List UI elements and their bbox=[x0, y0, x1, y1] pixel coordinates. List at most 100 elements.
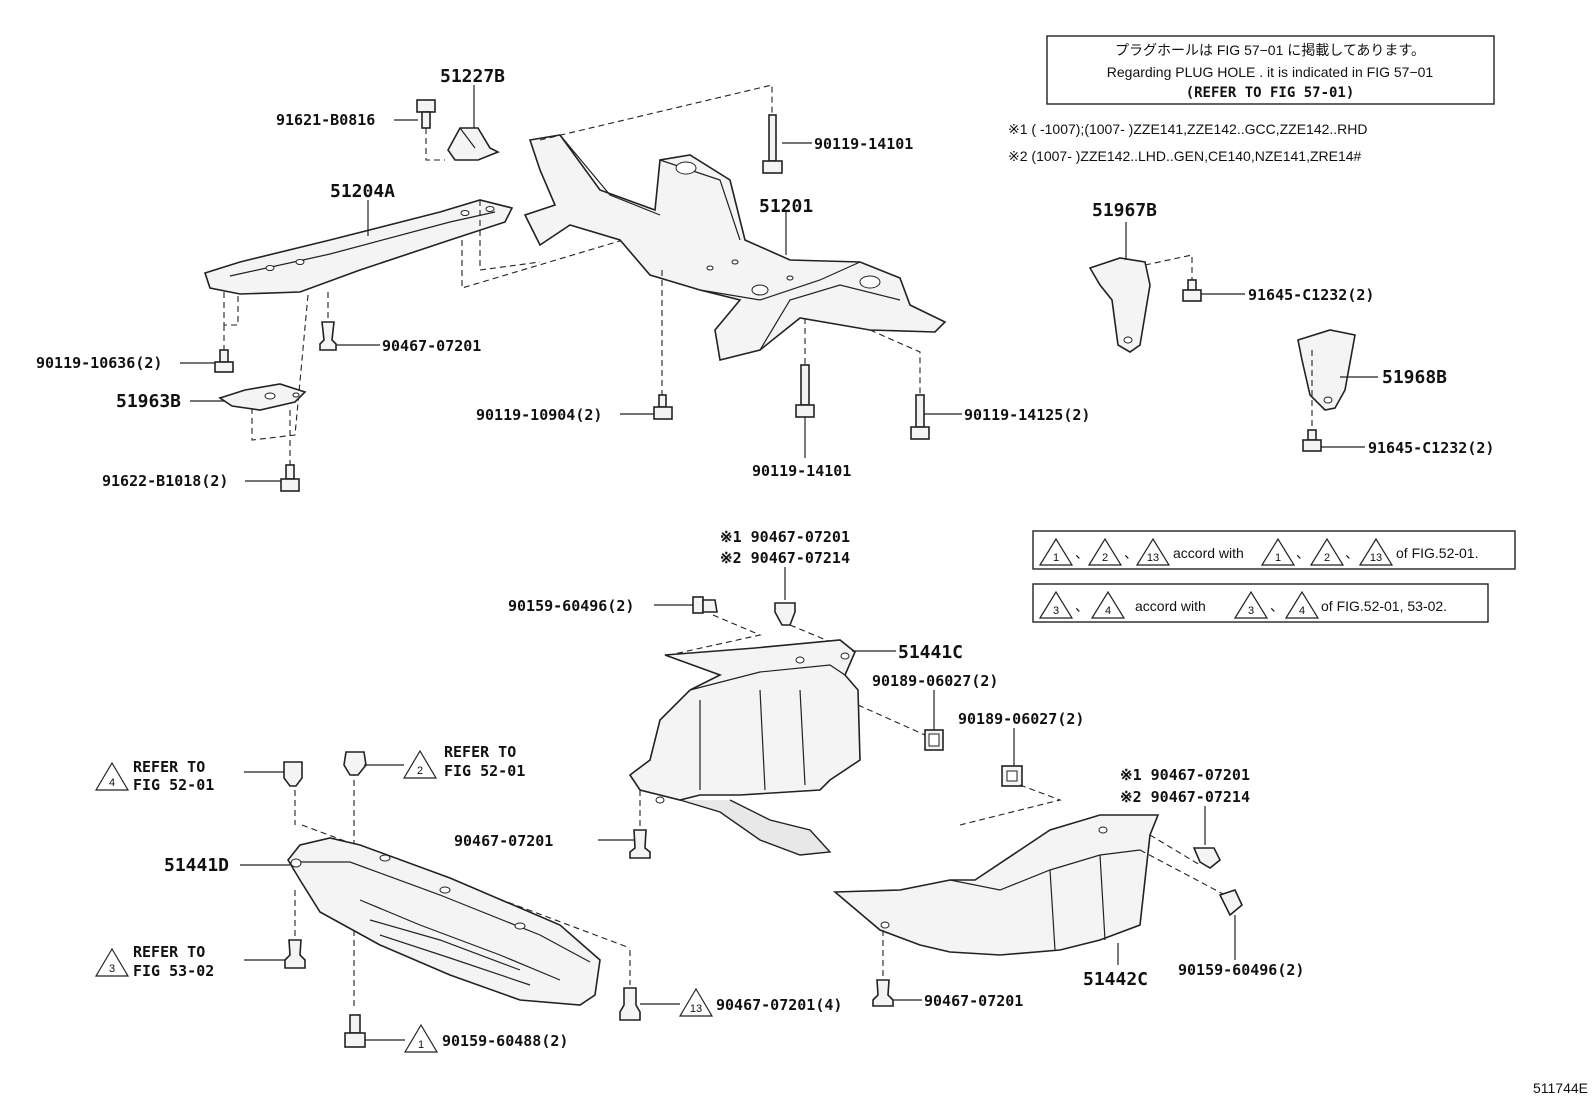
clip-90467-07201-c bbox=[872, 979, 922, 1007]
svg-text:of FIG.52-01.: of FIG.52-01. bbox=[1396, 545, 1478, 561]
cover-51441d bbox=[240, 837, 601, 1006]
svg-text:4: 4 bbox=[1105, 605, 1111, 617]
note-line-2: Regarding PLUG HOLE . it is indicated in… bbox=[1107, 64, 1434, 80]
label-star2-90467-07214-b: ※2 90467-07214 bbox=[1120, 788, 1250, 806]
label-90159-60496-a: 90159-60496(2) bbox=[508, 597, 634, 615]
bracket-51963b bbox=[190, 383, 307, 411]
nut-90189-06027-b bbox=[1001, 728, 1023, 787]
svg-text:REFER TO: REFER TO bbox=[133, 758, 205, 776]
label-51441c: 51441C bbox=[898, 642, 963, 663]
svg-text:、: 、 bbox=[1345, 545, 1359, 561]
bolt-90159-60496-b bbox=[1218, 889, 1243, 960]
plug-hole-note: プラグホールは FIG 57−01 に掲載してあります。 Regarding P… bbox=[1046, 35, 1495, 105]
svg-text:REFER TO: REFER TO bbox=[133, 943, 205, 961]
label-51201: 51201 bbox=[759, 196, 813, 217]
svg-text:2: 2 bbox=[1324, 552, 1330, 564]
refer-fig-52-01-tri4: 4 REFER TO FIG 52-01 bbox=[94, 758, 214, 794]
subframe-51201 bbox=[523, 134, 947, 361]
label-90467-07201-b: 90467-07201 bbox=[454, 832, 553, 850]
svg-text:13: 13 bbox=[690, 1003, 702, 1015]
clip-refer-2 bbox=[343, 751, 404, 776]
accord-note-1: 1 、 2 、 13 accord with 1 、 2 、 13 of FIG… bbox=[1032, 530, 1516, 570]
bolt-91622-b1018 bbox=[245, 464, 300, 492]
bolt-90159-60496-a bbox=[654, 596, 718, 614]
label-90189-06027-b: 90189-06027(2) bbox=[958, 710, 1084, 728]
label-91621-b0816: 91621-B0816 bbox=[276, 111, 375, 129]
label-51968b: 51968B bbox=[1382, 367, 1447, 388]
note-line-1: プラグホールは FIG 57−01 に掲載してあります。 bbox=[1115, 42, 1425, 58]
svg-text:、: 、 bbox=[1075, 545, 1089, 561]
nut-90189-06027-a bbox=[924, 690, 944, 751]
label-91622-b1018: 91622-B1018(2) bbox=[102, 472, 228, 490]
label-90159-60496-b: 90159-60496(2) bbox=[1178, 961, 1304, 979]
bolt-91645-c1232-b bbox=[1302, 429, 1365, 452]
label-90119-14125: 90119-14125(2) bbox=[964, 406, 1090, 424]
svg-text:3: 3 bbox=[1053, 605, 1059, 617]
clip-90467-07201-b bbox=[598, 829, 651, 859]
svg-text:1: 1 bbox=[1053, 552, 1059, 564]
svg-text:13: 13 bbox=[1370, 552, 1382, 564]
bracket-51967b bbox=[1088, 222, 1151, 353]
label-51442c: 51442C bbox=[1083, 969, 1148, 990]
figure-id: 511744E bbox=[1533, 1080, 1588, 1096]
label-90119-10636: 90119-10636(2) bbox=[36, 354, 162, 372]
refer-fig-52-01-tri2: 2 REFER TO FIG 52-01 bbox=[402, 743, 525, 780]
label-90119-14101-top: 90119-14101 bbox=[814, 135, 913, 153]
label-91645-c1232-b: 91645-C1232(2) bbox=[1368, 439, 1494, 457]
bolt-90119-10636 bbox=[180, 349, 234, 373]
bolt-91645-c1232-a bbox=[1182, 279, 1245, 302]
cover-51441c bbox=[628, 639, 896, 856]
svg-text:accord with: accord with bbox=[1173, 545, 1244, 561]
svg-text:3: 3 bbox=[109, 963, 115, 975]
bolt-90119-14125 bbox=[910, 394, 962, 440]
label-91645-c1232-a: 91645-C1232(2) bbox=[1248, 286, 1374, 304]
label-90119-14101-bottom: 90119-14101 bbox=[752, 462, 851, 480]
label-star1-90467-07201-a: ※1 90467-07201 bbox=[720, 528, 850, 546]
bolt-91621-b0816 bbox=[394, 99, 445, 161]
svg-text:13: 13 bbox=[1147, 552, 1159, 564]
svg-text:2: 2 bbox=[417, 765, 423, 777]
clip-star-b bbox=[1192, 847, 1222, 869]
crossmember-51204a bbox=[203, 199, 514, 295]
bracket-51227b bbox=[447, 85, 500, 161]
svg-text:1: 1 bbox=[1275, 552, 1281, 564]
svg-text:FIG 53-02: FIG 53-02 bbox=[133, 962, 214, 980]
clip-refer-4 bbox=[244, 761, 303, 787]
svg-text:4: 4 bbox=[109, 777, 115, 789]
bolt-90159-60488: 1 bbox=[344, 1014, 439, 1053]
bolt-90119-14101-top bbox=[762, 114, 812, 174]
label-51441d: 51441D bbox=[164, 855, 229, 876]
clip-90467-07201-a bbox=[319, 321, 380, 351]
applicability-note-2: ※2 (1007- )ZZE142..LHD..GEN,CE140,NZE141… bbox=[1008, 148, 1362, 164]
svg-text:accord with: accord with bbox=[1135, 598, 1206, 614]
label-51963b: 51963B bbox=[116, 391, 181, 412]
svg-text:of FIG.52-01, 53-02.: of FIG.52-01, 53-02. bbox=[1321, 598, 1447, 614]
label-90159-60488: 90159-60488(2) bbox=[442, 1032, 568, 1050]
svg-text:、: 、 bbox=[1270, 598, 1284, 614]
note-line-3: (REFER TO FIG 57-01) bbox=[1186, 85, 1355, 101]
label-star2-90467-07214-a: ※2 90467-07214 bbox=[720, 549, 850, 567]
clip-90467-07201-4: 13 bbox=[619, 987, 714, 1021]
clip-star-a bbox=[774, 602, 796, 626]
label-51227b: 51227B bbox=[440, 66, 505, 87]
svg-text:4: 4 bbox=[1299, 605, 1305, 617]
label-51204a: 51204A bbox=[330, 181, 395, 202]
label-star1-90467-07201-b: ※1 90467-07201 bbox=[1120, 766, 1250, 784]
svg-text:2: 2 bbox=[1102, 552, 1108, 564]
cover-51442c bbox=[832, 814, 1160, 965]
label-90467-07201-4: 90467-07201(4) bbox=[716, 996, 842, 1014]
accord-note-2: 3 、 4 accord with 3 、 4 of FIG.52-01, 53… bbox=[1032, 583, 1489, 623]
bracket-51968b bbox=[1297, 329, 1378, 411]
clip-refer-3 bbox=[244, 939, 306, 969]
label-51967b: 51967B bbox=[1092, 200, 1157, 221]
svg-text:REFER TO: REFER TO bbox=[444, 743, 516, 761]
svg-text:、: 、 bbox=[1296, 545, 1310, 561]
svg-text:、: 、 bbox=[1075, 598, 1089, 614]
svg-text:FIG 52-01: FIG 52-01 bbox=[444, 762, 525, 780]
svg-text:FIG 52-01: FIG 52-01 bbox=[133, 776, 214, 794]
svg-text:、: 、 bbox=[1124, 545, 1138, 561]
svg-text:3: 3 bbox=[1248, 605, 1254, 617]
svg-text:1: 1 bbox=[418, 1039, 424, 1051]
label-90189-06027-a: 90189-06027(2) bbox=[872, 672, 998, 690]
